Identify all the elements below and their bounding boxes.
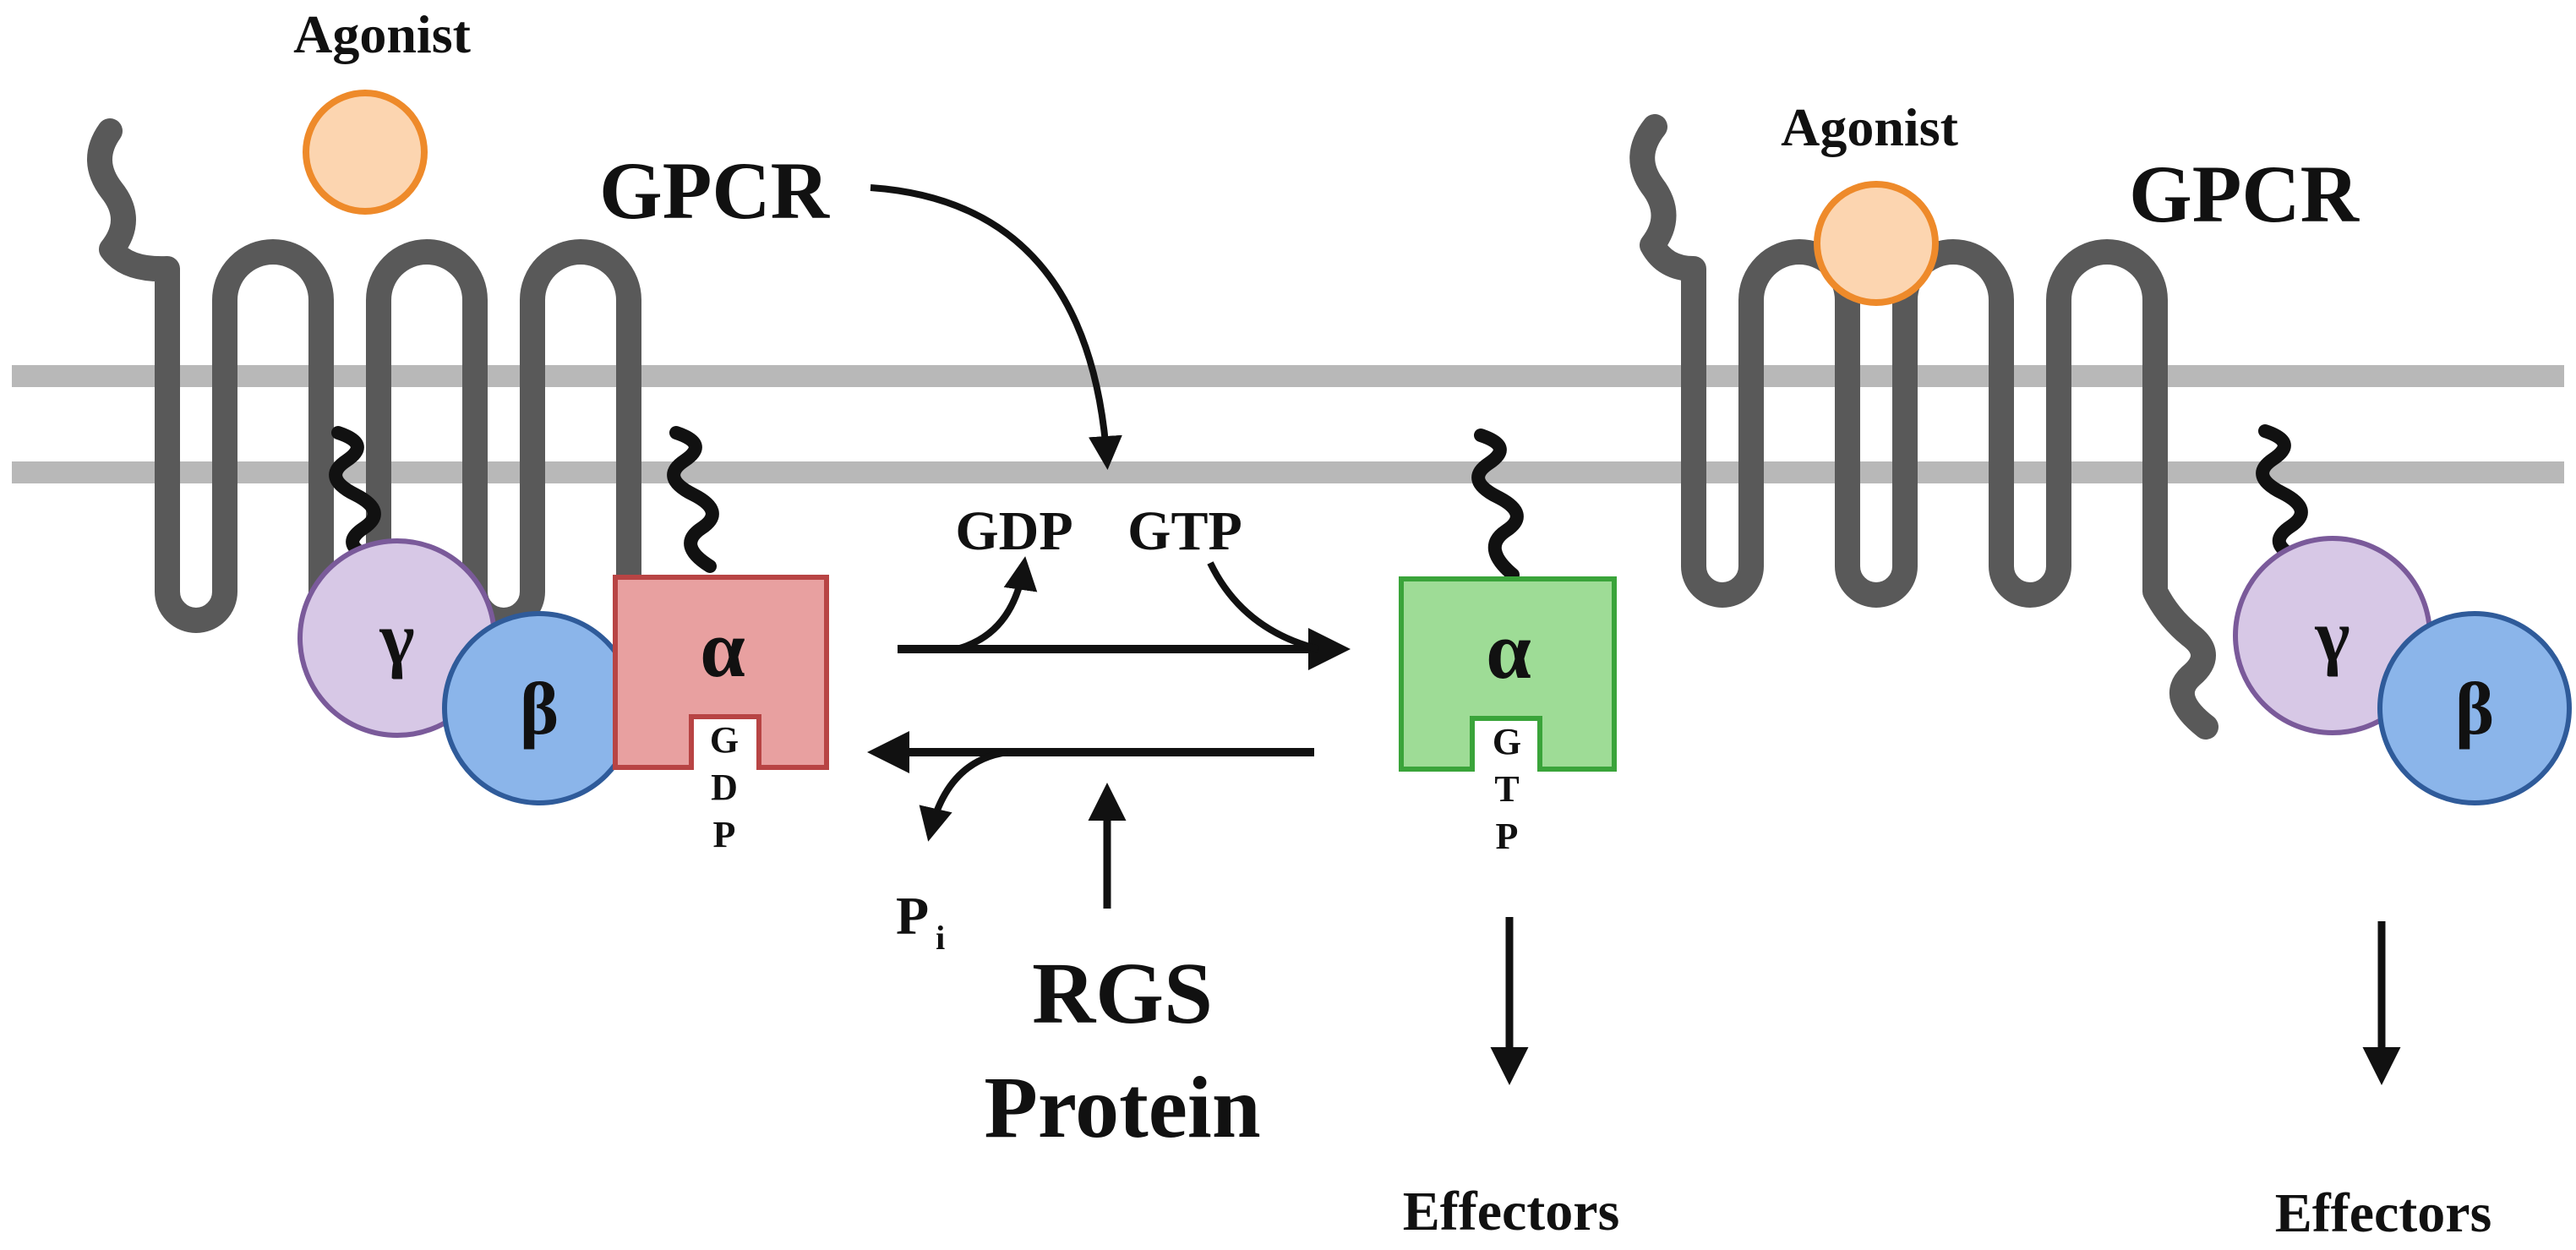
left-agonist-label: Agonist: [293, 4, 472, 64]
left-nucleotide-letter-3: P: [713, 814, 736, 855]
active-nucleotide-letter-1: G: [1493, 721, 1521, 762]
gdp-release-arrow: [955, 556, 1038, 652]
active-nucleotide-letter-2: T: [1494, 768, 1519, 810]
left-nucleotide-letter-2: D: [711, 767, 738, 808]
left-alpha-lipid-anchor: [667, 426, 719, 573]
active-alpha-gtp-subunit: [1399, 576, 1617, 772]
right-beta-subunit: [2377, 611, 2572, 805]
right-agonist-circle: [1814, 181, 1939, 306]
left-gamma-lipid-anchor: [329, 426, 381, 565]
active-alpha-effectors-label: Effectors: [1403, 1181, 1620, 1242]
left-alpha-label: α: [700, 603, 745, 694]
active-alpha-label: α: [1486, 605, 1531, 696]
right-beta-label: β: [2455, 669, 2494, 751]
pi-release-arrow: [919, 749, 1008, 842]
right-agonist-label: Agonist: [1781, 97, 1959, 157]
right-gamma-lipid-anchor: [2256, 424, 2308, 565]
left-gpcr-label: GPCR: [599, 145, 831, 236]
active-alpha-lipid-anchor: [1471, 428, 1524, 581]
gtp-binding-arrow: [1207, 561, 1319, 652]
gpcr-catalysis-arrow: [870, 184, 1122, 470]
left-alpha-gdp-subunit: [613, 575, 829, 770]
left-agonist-circle: [303, 90, 428, 215]
right-gpcr-label: GPCR: [2129, 149, 2360, 239]
gtp-label: GTP: [1127, 500, 1242, 562]
active-nucleotide-letter-3: P: [1496, 816, 1519, 857]
gdp-label: GDP: [955, 500, 1072, 562]
left-beta-label: β: [520, 669, 559, 751]
rgs-label-line2: Protein: [984, 1059, 1260, 1156]
pi-subscript-text: i: [936, 919, 945, 957]
right-effectors-label: Effectors: [2275, 1182, 2492, 1244]
right-gamma-label: γ: [2314, 596, 2350, 678]
left-nucleotide-letter-1: G: [710, 719, 739, 761]
pi-main-text: P: [896, 886, 929, 946]
rgs-label-line1: RGS: [1032, 945, 1213, 1042]
left-gamma-label: γ: [379, 598, 414, 680]
